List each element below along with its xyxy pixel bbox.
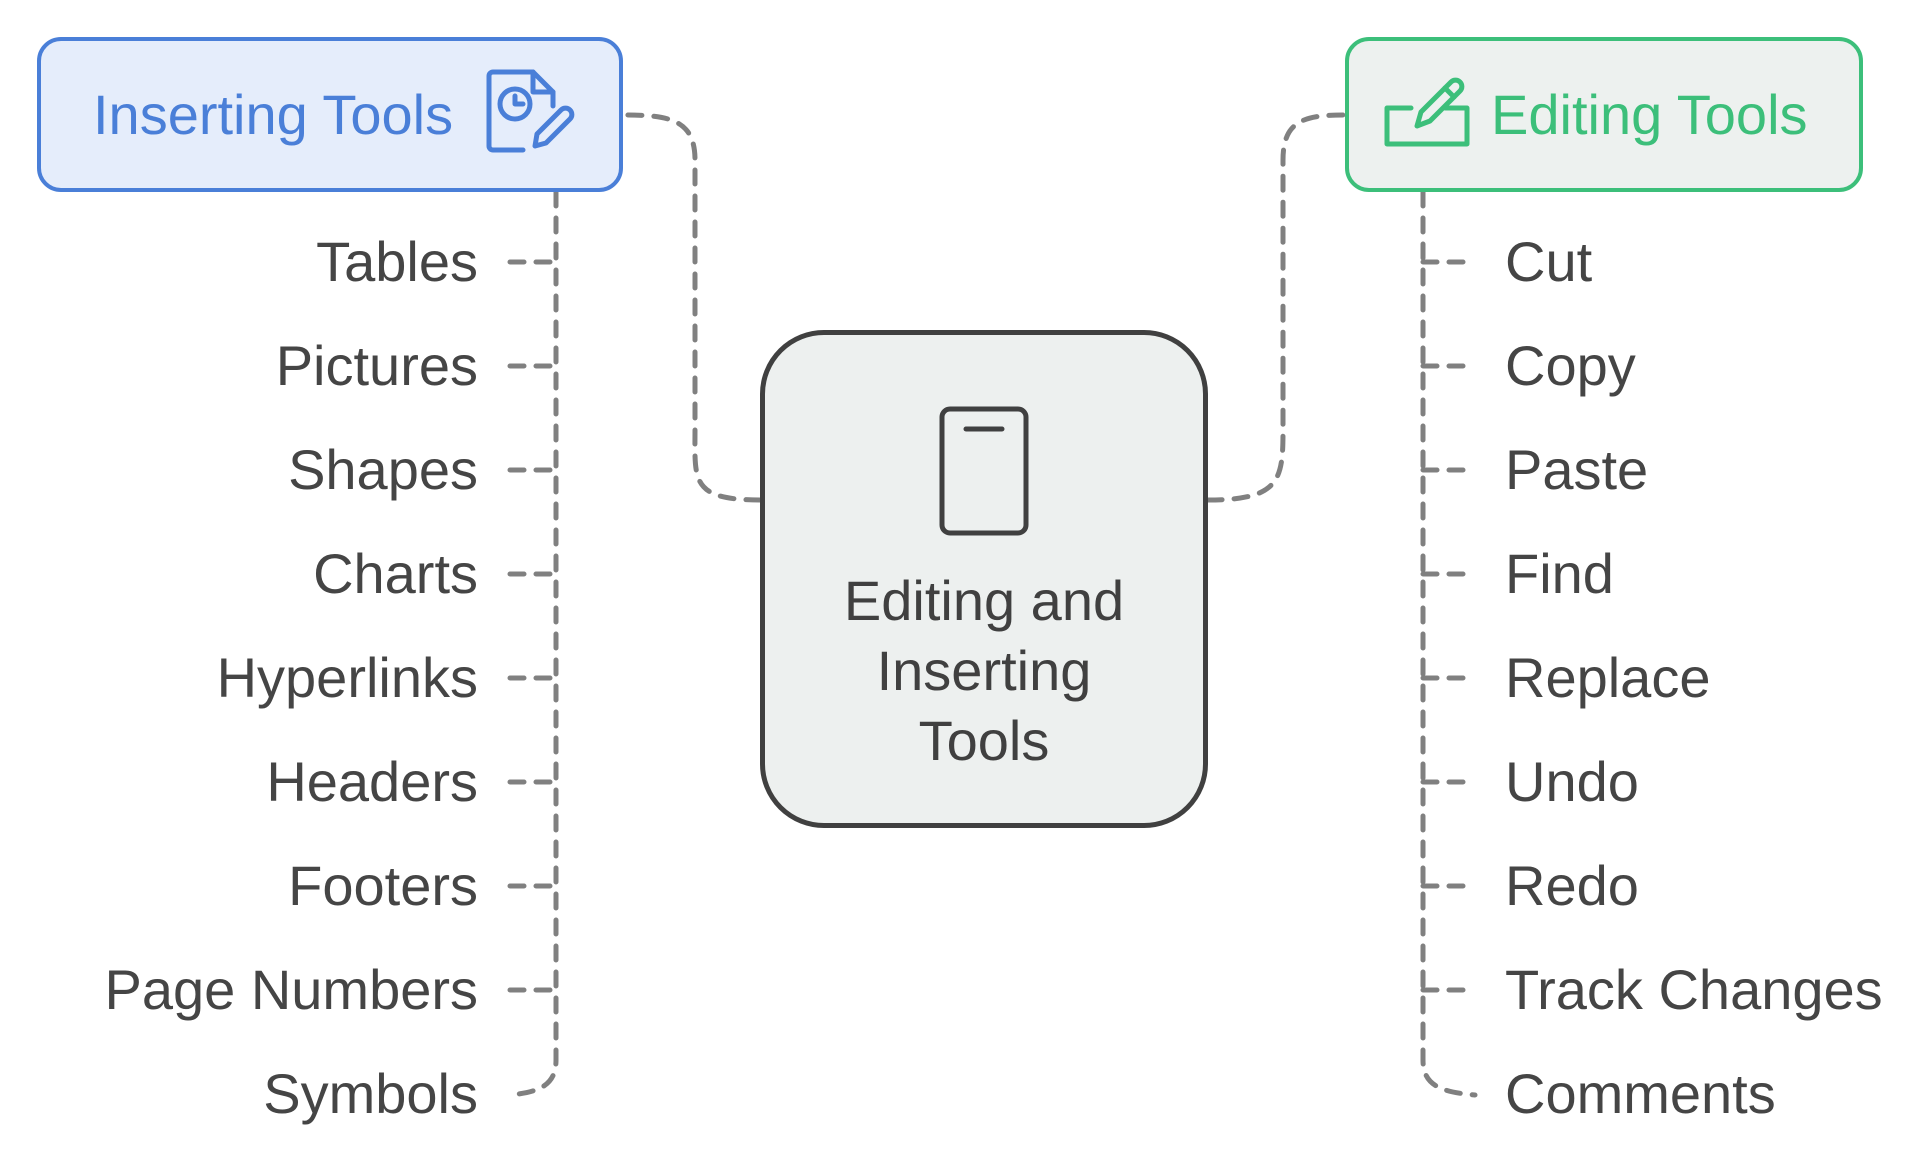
inserting-spine [507,189,559,1098]
editing-spine [1420,189,1478,1098]
editing-item[interactable]: Undo [1505,750,1639,813]
inserting-tools-title: Inserting Tools [93,83,454,146]
document-edit-icon [483,66,575,163]
inserting-item[interactable]: Symbols [263,1062,478,1125]
editing-item[interactable]: Cut [1505,230,1593,293]
center-label-line: Editing and [843,569,1125,632]
inserting-item[interactable]: Headers [266,750,478,813]
editing-item[interactable]: Replace [1505,646,1711,709]
inserting-item[interactable]: Shapes [288,438,478,501]
editing-item[interactable]: Comments [1505,1062,1776,1125]
connector-center-to-editing [1205,112,1348,503]
center-label-line: Tools [918,709,1050,772]
pencil-box-icon [1381,72,1473,157]
editing-and-inserting-tools-node[interactable]: Editing and Inserting Tools [760,330,1208,828]
editing-tools-title: Editing Tools [1491,83,1808,146]
editing-item[interactable]: Copy [1505,334,1636,397]
inserting-item[interactable]: Page Numbers [104,958,478,1021]
inserting-item[interactable]: Footers [288,854,478,917]
center-label-line: Inserting [876,639,1092,702]
editing-item[interactable]: Paste [1505,438,1649,501]
inserting-item[interactable]: Hyperlinks [216,646,478,709]
inserting-tools-node[interactable]: Inserting Tools [37,37,623,192]
inserting-item[interactable]: Tables [316,230,478,293]
center-node-label: Editing and Inserting Tools [765,566,1203,776]
connector-center-to-inserting [622,112,763,503]
inserting-item[interactable]: Pictures [275,334,478,397]
editing-item[interactable]: Find [1505,542,1614,605]
editing-item[interactable]: Track Changes [1505,958,1883,1021]
editing-tools-node[interactable]: Editing Tools [1345,37,1863,192]
editing-item[interactable]: Redo [1505,854,1639,917]
inserting-item[interactable]: Charts [313,542,478,605]
tablet-icon [936,403,1032,544]
